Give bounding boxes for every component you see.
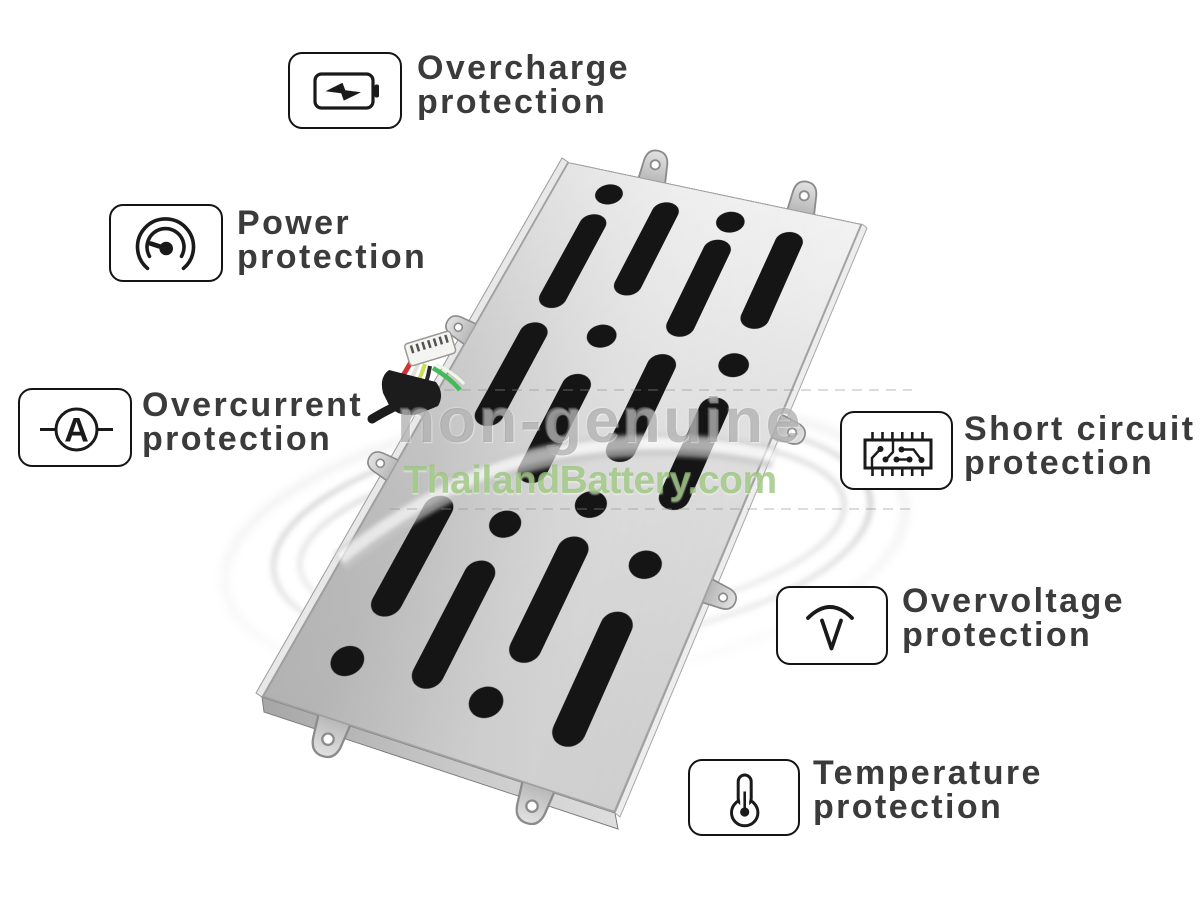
svg-text:A: A (64, 412, 89, 450)
